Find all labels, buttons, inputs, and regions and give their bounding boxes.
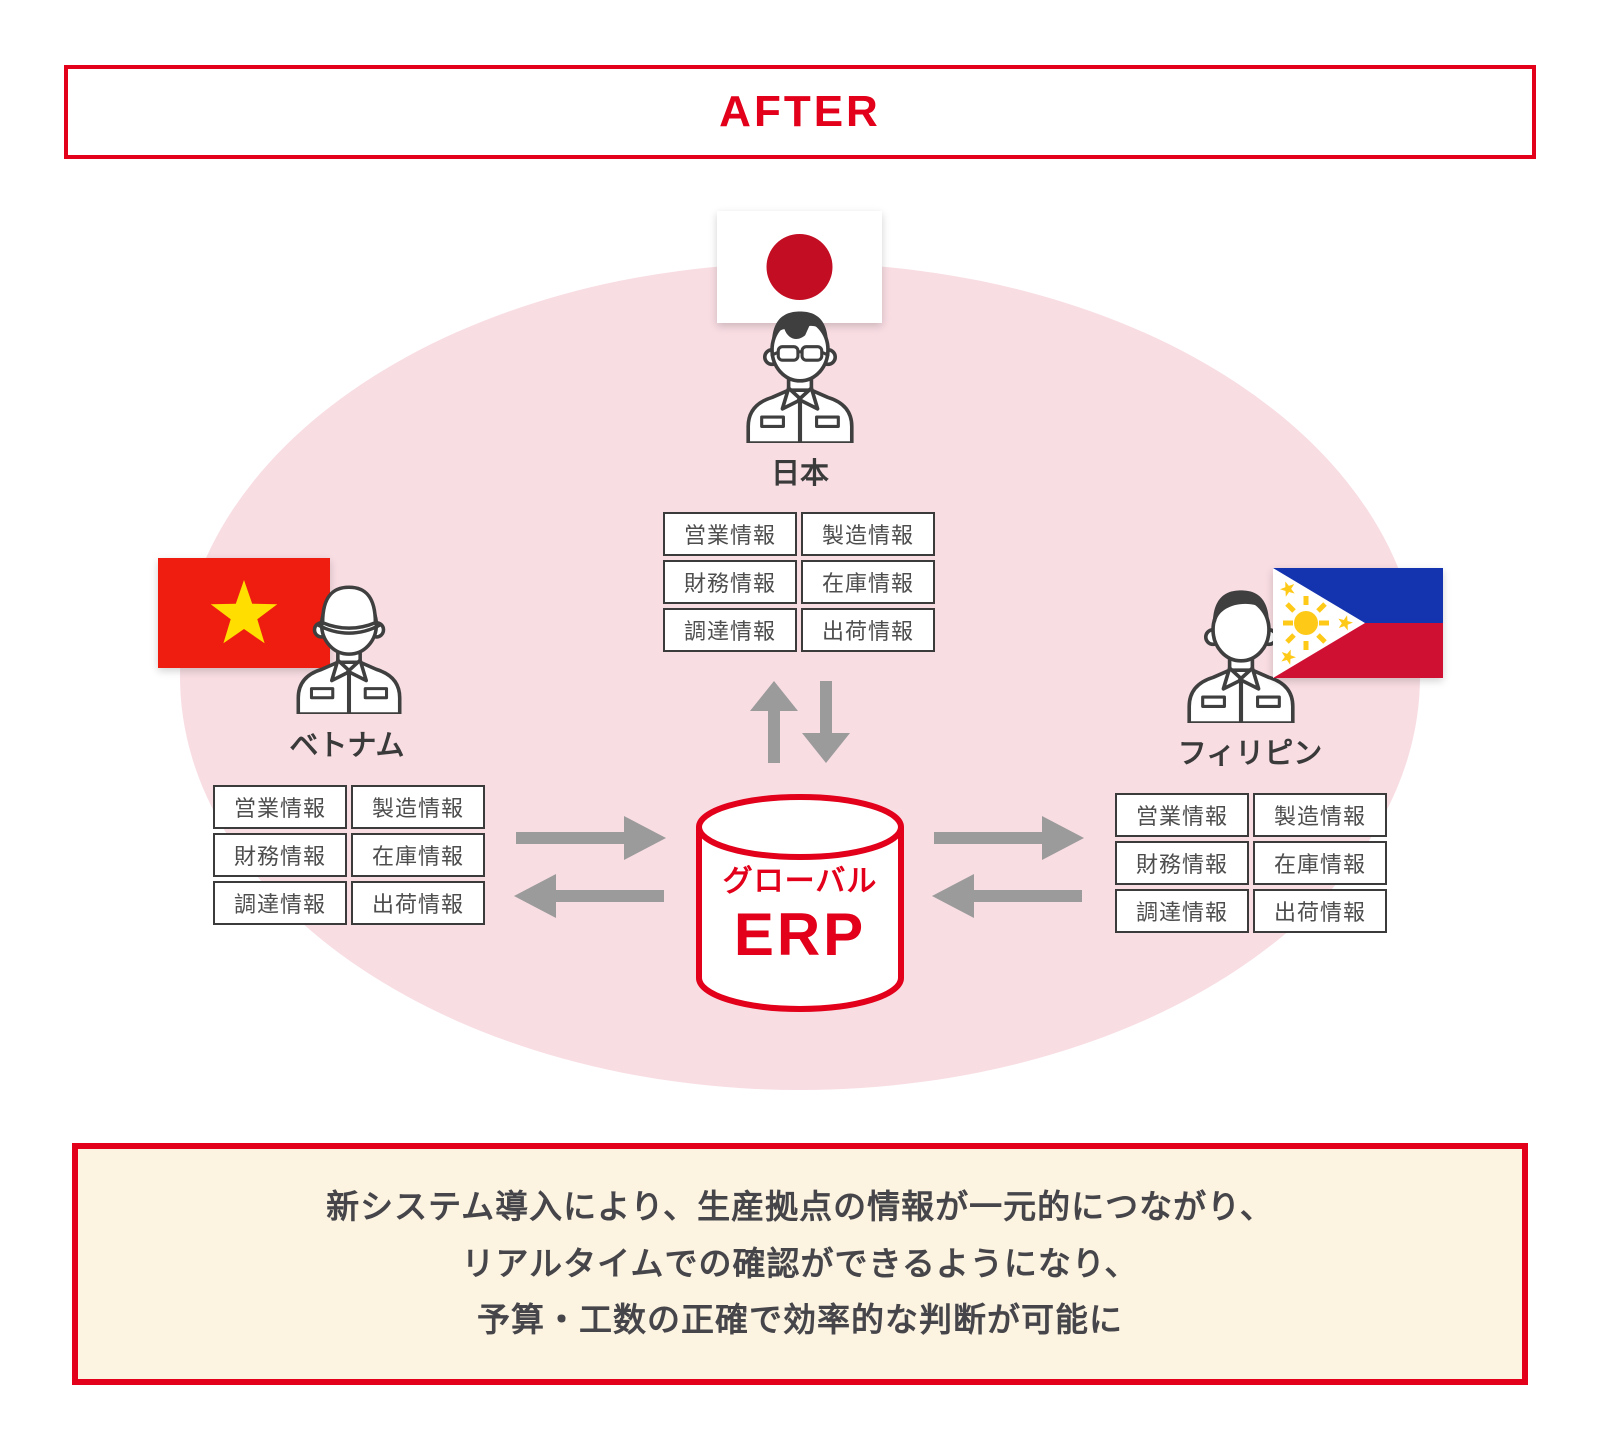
summary-box: 新システム導入により、生産拠点の情報が一元的につながり、 リアルタイムでの確認が… [72, 1143, 1528, 1385]
info-table-japan: 営業情報 製造情報 財務情報 在庫情報 調達情報 出荷情報 [663, 512, 935, 652]
info-table-vietnam: 営業情報 製造情報 財務情報 在庫情報 調達情報 出荷情報 [213, 785, 485, 925]
info-cell: 調達情報 [1115, 889, 1249, 933]
arrow-right-icon [934, 816, 1084, 860]
info-cell: 在庫情報 [351, 833, 485, 877]
info-cell: 調達情報 [663, 608, 797, 652]
arrow-left-icon [932, 874, 1082, 918]
site-label-japan: 日本 [770, 458, 829, 490]
info-cell: 財務情報 [213, 833, 347, 877]
info-cell: 出荷情報 [351, 881, 485, 925]
erp-subtitle: ERP [733, 901, 867, 968]
worker-philippines-icon [1178, 578, 1304, 726]
info-cell: 製造情報 [1253, 793, 1387, 837]
page-title: AFTER [719, 87, 881, 136]
info-cell: 出荷情報 [801, 608, 935, 652]
info-cell: 製造情報 [801, 512, 935, 556]
summary-line: 新システム導入により、生産拠点の情報が一元的につながり、 [326, 1187, 1274, 1225]
database-cylinder-icon [696, 794, 904, 1012]
info-cell: 調達情報 [213, 881, 347, 925]
info-cell: 製造情報 [351, 785, 485, 829]
vietnam-flag-icon [158, 558, 330, 668]
worker-vietnam-icon [288, 572, 410, 717]
site-label-philippines: フィリピン [1177, 738, 1323, 770]
info-cell: 在庫情報 [1253, 841, 1387, 885]
summary-line: リアルタイムでの確認ができるようになり、 [461, 1244, 1139, 1282]
site-label-vietnam: ベトナム [289, 730, 405, 762]
philippines-flag-icon [1273, 568, 1443, 678]
japan-flag-icon [717, 211, 882, 323]
arrow-left-icon [514, 874, 664, 918]
info-cell: 営業情報 [213, 785, 347, 829]
header-banner: AFTER [64, 65, 1536, 159]
info-cell: 出荷情報 [1253, 889, 1387, 933]
arrow-right-icon [516, 816, 666, 860]
global-erp-database: グローバル ERP [692, 791, 908, 1017]
info-table-philippines: 営業情報 製造情報 財務情報 在庫情報 調達情報 出荷情報 [1115, 793, 1387, 933]
info-cell: 営業情報 [663, 512, 797, 556]
erp-title: グローバル [722, 865, 878, 898]
info-cell: 財務情報 [663, 560, 797, 604]
erp-label: グローバル ERP [692, 867, 908, 965]
info-cell: 在庫情報 [801, 560, 935, 604]
arrow-up-icon [750, 681, 798, 763]
worker-japan-icon [737, 298, 863, 446]
arrow-down-icon [802, 681, 850, 763]
info-cell: 営業情報 [1115, 793, 1249, 837]
summary-line: 予算・工数の正確で効率的な判断が可能に [477, 1301, 1123, 1339]
info-cell: 財務情報 [1115, 841, 1249, 885]
